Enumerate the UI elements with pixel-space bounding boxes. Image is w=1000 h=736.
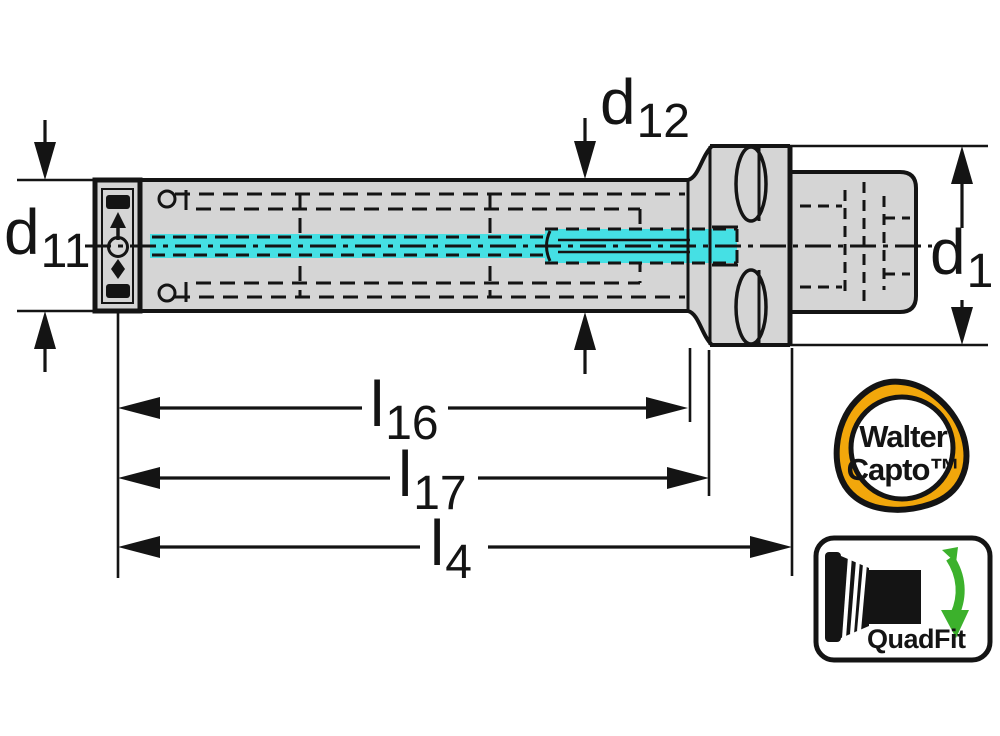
quadfit-arrow-icon: [941, 547, 969, 638]
shank-body: [138, 178, 690, 313]
dimension-arrow: [750, 536, 792, 558]
walter-capto-logo: [833, 378, 970, 513]
adjust-arrow-icon: [110, 212, 126, 228]
dim-d12: [574, 118, 596, 374]
capto-polygon-shank: [790, 170, 918, 314]
dim-l4: [118, 536, 792, 558]
logo-inner-circle: [848, 394, 956, 502]
capto-coupling-icon: [825, 552, 921, 642]
adjust-diamond-icon: [111, 259, 125, 279]
dimension-arrow: [646, 397, 688, 419]
walter-capto-logo-text: Walter Capto™: [846, 419, 961, 487]
quadfit-badge: [813, 535, 993, 663]
dim-l17: [118, 467, 709, 489]
dimension-arrow: [118, 397, 160, 419]
screw-hole: [157, 189, 177, 209]
capto-lens-groove: [734, 268, 768, 346]
screw-hole: [157, 283, 177, 303]
dimension-arrow: [34, 142, 56, 180]
dimension-arrow: [118, 467, 160, 489]
capto-lens-groove: [734, 145, 768, 223]
dimension-arrow: [667, 467, 709, 489]
dimension-arrow: [34, 311, 56, 349]
dimension-arrow: [574, 141, 596, 179]
quadfit-label: QuadFit: [867, 624, 966, 654]
dim-d11: [17, 120, 97, 372]
dimension-arrow: [118, 536, 160, 558]
dimension-arrow: [951, 307, 973, 345]
dim-l16: [118, 397, 688, 419]
extension-lines: [116, 313, 794, 578]
dimension-arrow: [574, 312, 596, 350]
dim-d1: [790, 144, 988, 347]
dimension-arrow: [951, 146, 973, 184]
